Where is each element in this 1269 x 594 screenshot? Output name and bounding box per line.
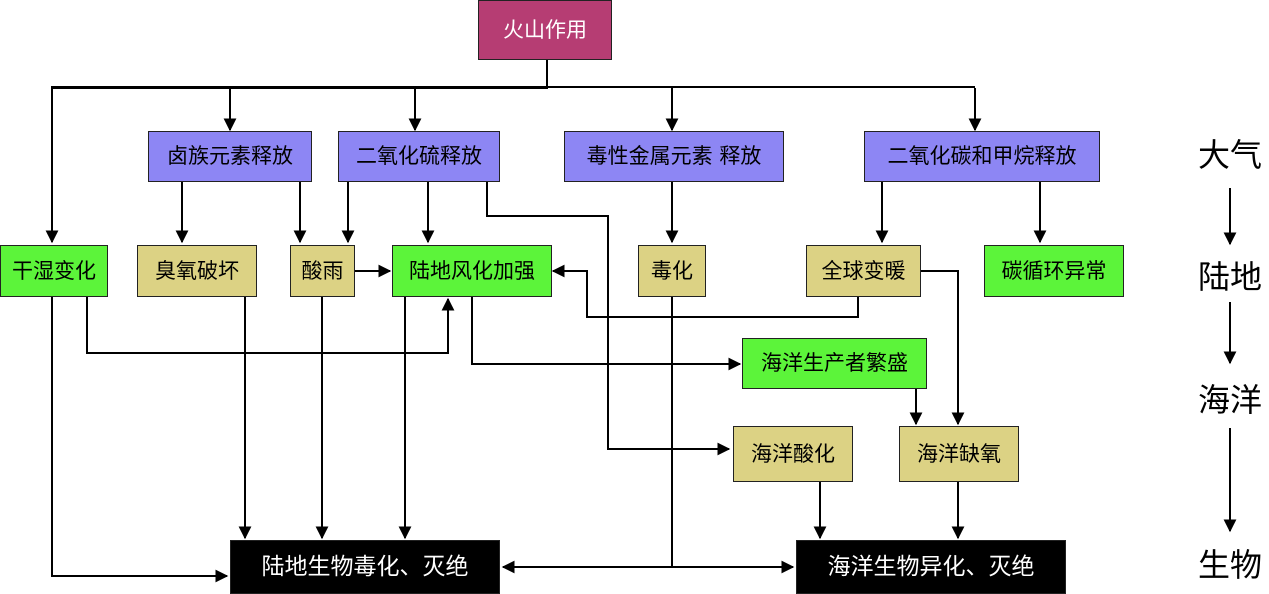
- node-ocean-acidification: 海洋酸化: [733, 426, 853, 482]
- node-ozone-destruction: 臭氧破坏: [137, 245, 257, 297]
- node-acid-rain: 酸雨: [290, 245, 355, 297]
- arrow-weathering-to-producer: [471, 297, 742, 371]
- node-halogen-release: 卤族元素释放: [148, 131, 312, 182]
- sidebar-land: 陆地: [1197, 258, 1262, 296]
- node-volcanism: 火山作用: [478, 0, 612, 60]
- arrow-warming-to-anoxia: [921, 270, 965, 426]
- arrow-warming-to-weathering: [551, 264, 859, 318]
- node-ocean-anoxia: 海洋缺氧: [899, 426, 1019, 482]
- node-poisoning: 毒化: [638, 245, 706, 297]
- node-ocean-producer-bloom: 海洋生产者繁盛: [742, 338, 927, 389]
- node-ocean-biota-extinction: 海洋生物异化、灭绝: [796, 540, 1066, 594]
- node-global-warming: 全球变暖: [806, 245, 921, 297]
- arrow-drywet-to-landbio: [51, 297, 229, 583]
- node-toxic-metal-release: 毒性金属元素 释放: [564, 131, 784, 182]
- sidebar-biology: 生物: [1197, 546, 1262, 584]
- node-land-biota-extinction: 陆地生物毒化、灭绝: [230, 540, 500, 594]
- sidebar-ocean: 海洋: [1197, 381, 1262, 419]
- node-so2-release: 二氧化硫释放: [338, 131, 500, 182]
- arrow-so2-to-acidification: [486, 182, 731, 456]
- sidebar-atmosphere: 大气: [1197, 136, 1262, 174]
- node-land-weathering: 陆地风化加强: [392, 245, 552, 297]
- node-co2-methane-release: 二氧化碳和甲烷释放: [864, 131, 1100, 182]
- node-dry-wet-change: 干湿变化: [0, 245, 108, 297]
- node-carbon-cycle-anomaly: 碳循环异常: [984, 245, 1124, 297]
- arrow-drywet-to-weathering: [86, 297, 455, 354]
- arrow-root-bus: [51, 60, 975, 89]
